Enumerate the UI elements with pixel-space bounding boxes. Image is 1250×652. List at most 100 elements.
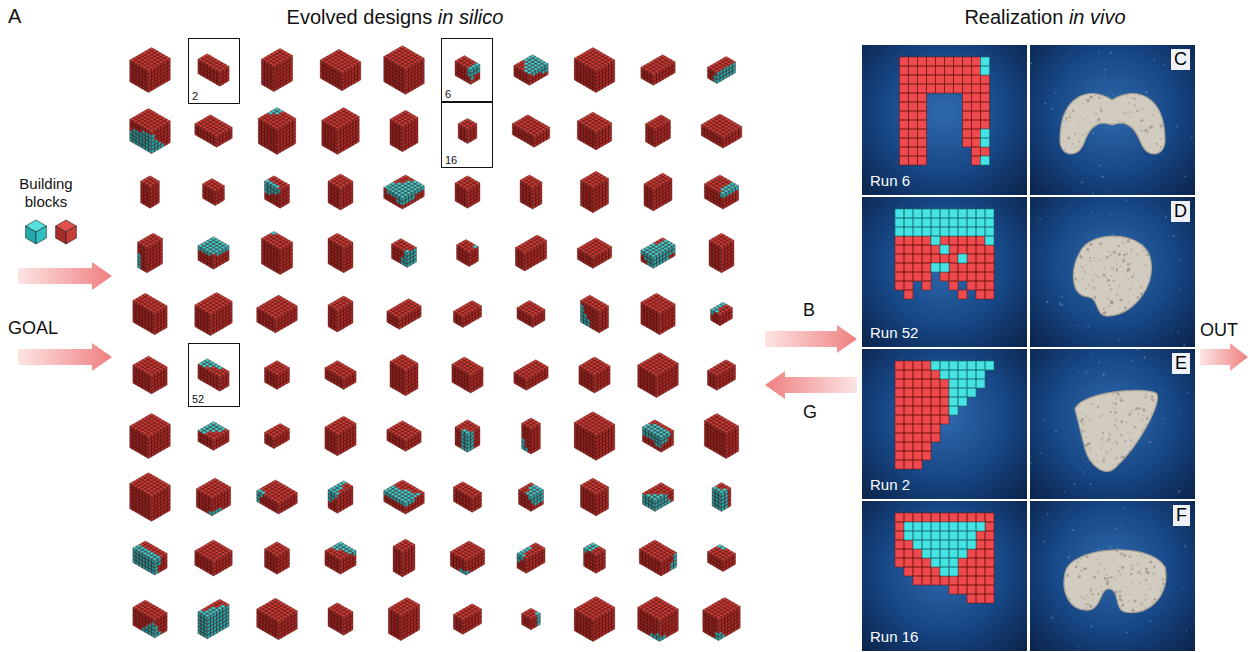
cell-speck xyxy=(1067,263,1070,266)
cell-speck xyxy=(1094,152,1097,155)
cell-speck xyxy=(1080,250,1082,252)
cell-speck xyxy=(1107,279,1110,282)
cell-speck xyxy=(1070,310,1073,313)
voxel-design xyxy=(574,48,615,93)
debris-speck xyxy=(1063,120,1065,122)
cell-speck xyxy=(1147,552,1150,555)
cell-speck xyxy=(1145,571,1148,574)
cell-speck xyxy=(1165,404,1167,406)
debris-speck xyxy=(1056,559,1058,561)
cell-speck xyxy=(1056,312,1059,315)
debris-speck xyxy=(1181,587,1182,588)
cell-speck xyxy=(1071,162,1074,165)
cell-speck xyxy=(1155,463,1157,465)
cell-speck xyxy=(1075,532,1076,533)
cell-speck xyxy=(1162,165,1163,166)
cell-speck xyxy=(1071,143,1074,146)
cell-speck xyxy=(1139,125,1141,127)
voxel-face xyxy=(265,181,281,195)
cell-speck xyxy=(1109,436,1111,438)
cell-speck xyxy=(1153,305,1155,307)
cell-speck xyxy=(1117,79,1120,82)
cell-speck xyxy=(1127,83,1129,85)
voxel-face xyxy=(325,427,337,456)
voxel-design xyxy=(384,46,425,95)
cell-speck xyxy=(1127,240,1130,243)
cell-speck xyxy=(1109,251,1111,253)
cell-speck xyxy=(1078,145,1079,146)
voxel-design xyxy=(257,295,298,333)
voxel-design xyxy=(328,233,353,273)
cell-speck xyxy=(1110,275,1112,277)
debris-speck xyxy=(1116,418,1118,420)
output-label: OUT xyxy=(1200,320,1238,341)
voxel-face xyxy=(279,493,298,515)
cell-speck xyxy=(1110,129,1112,131)
cell-speck xyxy=(1092,275,1093,276)
cell-speck xyxy=(1167,464,1170,467)
cell-speck xyxy=(1164,78,1166,80)
voxel-face xyxy=(723,554,735,572)
cell-speck xyxy=(1093,257,1095,259)
photo-panel: C xyxy=(1030,45,1195,195)
cell-speck xyxy=(1080,570,1082,572)
voxel-face xyxy=(155,625,161,638)
cell-speck xyxy=(1108,284,1110,286)
highlight-box: 16 xyxy=(441,102,493,168)
cell-speck xyxy=(1083,243,1084,244)
cell-speck xyxy=(1068,404,1071,407)
panel-heading: Evolved designsin silico xyxy=(287,6,504,29)
cell-speck xyxy=(1111,122,1114,125)
voxel-cells xyxy=(895,513,994,603)
cell-speck xyxy=(1066,574,1069,577)
cell-speck xyxy=(1089,410,1091,412)
cell-speck xyxy=(1085,132,1086,133)
cell-speck xyxy=(1122,260,1125,263)
cell-speck xyxy=(1150,128,1151,129)
debris-speck xyxy=(1131,360,1133,362)
debris-speck xyxy=(1030,462,1032,464)
cell-speck xyxy=(1059,253,1061,255)
cell-speck xyxy=(1090,588,1092,590)
cell-speck xyxy=(1056,299,1058,301)
organism-texture xyxy=(1054,379,1171,474)
cell-speck xyxy=(1115,591,1118,594)
voxel-face xyxy=(577,249,593,269)
debris-speck xyxy=(1061,304,1063,306)
cell-speck xyxy=(1144,530,1147,533)
cell-speck xyxy=(1107,146,1109,148)
cell-speck xyxy=(1099,612,1102,615)
voxel-face xyxy=(387,430,406,452)
cell-speck xyxy=(1115,532,1117,534)
voxel-face xyxy=(660,634,666,641)
cell-speck xyxy=(1153,598,1156,601)
cell-speck xyxy=(1109,544,1112,547)
cell-speck xyxy=(1087,116,1088,117)
voxel-design xyxy=(641,238,675,269)
debris-speck xyxy=(1110,546,1112,548)
panel-letter: C xyxy=(1171,49,1190,70)
cell-speck xyxy=(1066,227,1067,228)
cell-speck xyxy=(1138,149,1140,151)
voxel-design xyxy=(515,235,546,271)
voxel-face xyxy=(638,607,660,636)
voxel-design xyxy=(393,539,415,577)
cell-speck xyxy=(1107,411,1108,412)
cell-speck xyxy=(1115,293,1118,296)
cell-speck xyxy=(1138,164,1141,167)
cell-speck xyxy=(1120,421,1123,424)
cell-speck xyxy=(1075,132,1077,134)
cell-speck xyxy=(1076,400,1078,402)
voxel-face xyxy=(198,59,220,86)
debris-speck xyxy=(1099,164,1101,166)
cell-speck xyxy=(1077,418,1080,421)
cell-speck xyxy=(1080,567,1081,568)
cell-speck xyxy=(1070,168,1071,169)
cell-speck xyxy=(1157,599,1159,601)
voxel-face xyxy=(595,366,611,393)
cell-speck xyxy=(1083,300,1085,302)
cell-speck xyxy=(1109,315,1112,318)
cell-speck xyxy=(1163,620,1164,621)
voxel-face xyxy=(653,245,675,268)
voxel-face xyxy=(384,57,406,95)
